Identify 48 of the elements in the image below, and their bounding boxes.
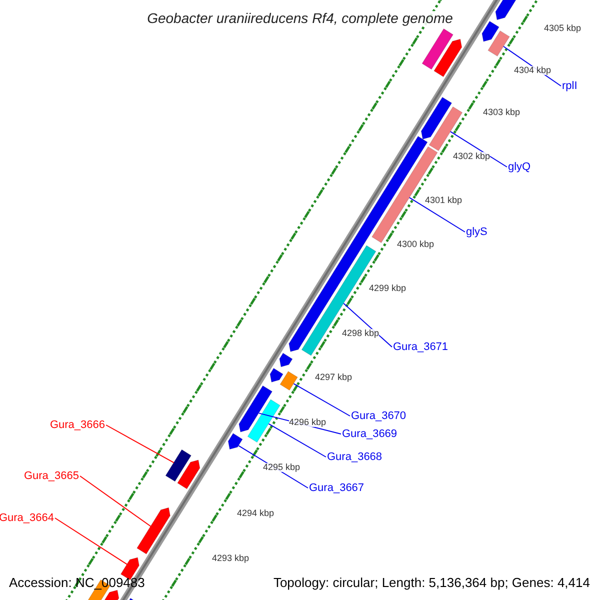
gene-feature [422, 28, 454, 70]
scale-label: 4298 kbp [342, 328, 380, 338]
scale-label: 4301 kbp [425, 196, 462, 204]
gene-feature [270, 368, 284, 382]
leader-line [80, 476, 152, 527]
scale-label: 4300 kbp [397, 240, 434, 248]
gene-feature [136, 507, 170, 554]
leader-line [293, 383, 350, 416]
gene-feature [280, 370, 298, 391]
scale-label: 4303 kbp [483, 108, 520, 116]
gene-label: Gura_3671 [393, 342, 448, 352]
gene-label: glyS [466, 226, 488, 238]
leader-line [408, 197, 466, 232]
map-title: Geobacter uraniireducens Rf4, complete genome [147, 11, 453, 25]
gene-feature [434, 38, 462, 78]
scale-label: 4304 kbp [514, 66, 552, 74]
gene-label: Gura_3668 [327, 452, 382, 462]
gene-label: Gura_3665 [24, 470, 79, 482]
scale-label: 4293 kbp [212, 554, 250, 562]
gene-feature [420, 96, 452, 140]
genome-summary: Topology: circular; Length: 5,136,364 bp; Genes: 4,414 [273, 576, 590, 588]
leader-line [106, 424, 174, 464]
gene-feature [428, 106, 463, 152]
gene-label: Gura_3670 [351, 410, 406, 422]
scale-label: 4297 kbp [315, 372, 352, 382]
gene-label: Gura_3669 [342, 428, 398, 440]
scale-label: 4305 kbp [544, 24, 582, 32]
gene-feature [238, 385, 273, 432]
leader-line [268, 423, 326, 458]
scale-label: 4294 kbp [237, 508, 274, 518]
scale-label: 4299 kbp [369, 284, 406, 292]
gene-label: Gura_3667 [309, 482, 364, 494]
leader-line [450, 131, 508, 168]
gene-feature [247, 399, 280, 443]
scale-label: 4296 kbp [289, 418, 326, 426]
gene-label: glyQ [508, 162, 531, 172]
gene-feature [279, 352, 293, 368]
gene-feature [228, 433, 243, 450]
scale-label: 4295 kbp [263, 462, 300, 472]
leader-line [343, 302, 392, 348]
gene-feature [488, 30, 510, 57]
gene-feature [165, 449, 192, 482]
scale-label: 4302 kbp [453, 152, 490, 160]
leader-line [54, 518, 128, 565]
gene-feature [177, 460, 200, 490]
gene-label: rplI [562, 80, 578, 92]
gene-label: Gura_3666 [50, 420, 105, 430]
gene-feature [482, 20, 500, 42]
